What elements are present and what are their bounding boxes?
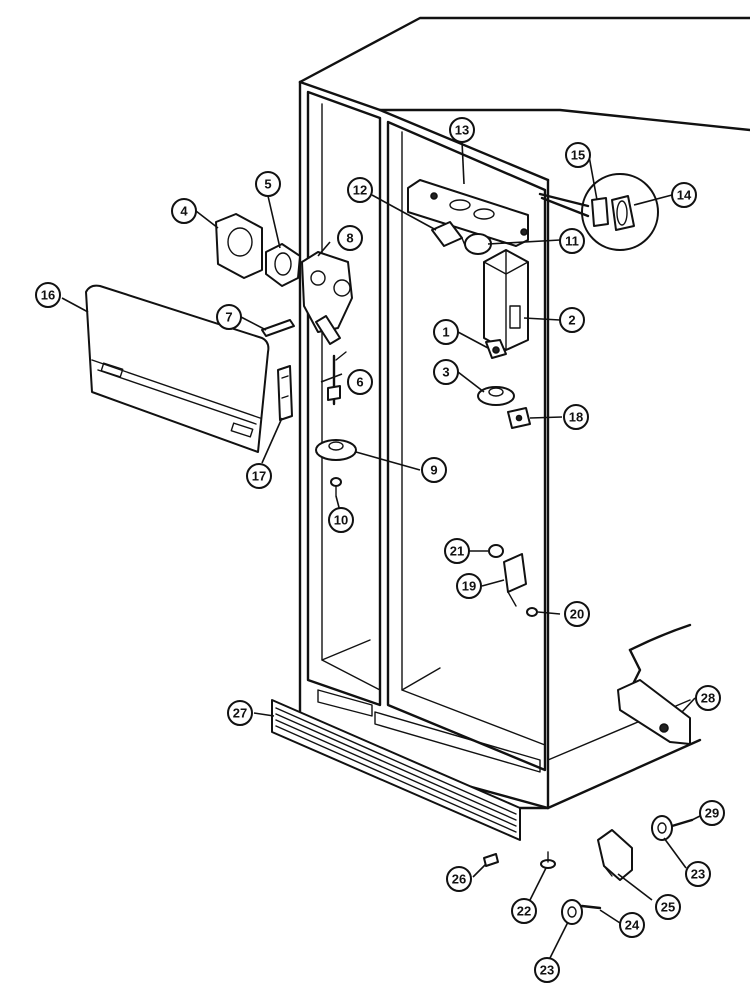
callout-15: 15 xyxy=(565,142,591,168)
callout-6: 6 xyxy=(347,369,373,395)
svg-text:26: 26 xyxy=(452,872,466,887)
part-6-shaft xyxy=(327,351,347,406)
svg-text:23: 23 xyxy=(691,867,705,882)
svg-text:21: 21 xyxy=(450,544,464,559)
part-21-bushing xyxy=(488,544,504,558)
callout-23-left: 23 xyxy=(534,957,560,983)
svg-text:7: 7 xyxy=(225,310,232,325)
svg-text:8: 8 xyxy=(346,231,353,246)
svg-text:24: 24 xyxy=(625,918,640,933)
svg-text:14: 14 xyxy=(677,188,692,203)
part-26-screw xyxy=(483,853,499,867)
part-2-control-housing xyxy=(483,249,529,351)
part-22-leveler xyxy=(540,851,556,869)
svg-text:12: 12 xyxy=(353,183,367,198)
callout-5: 5 xyxy=(255,171,281,197)
part-14-15-detail xyxy=(538,173,659,251)
svg-text:15: 15 xyxy=(571,148,585,163)
callout-13: 13 xyxy=(449,117,475,143)
part-11-bulb xyxy=(461,233,492,255)
callout-9: 9 xyxy=(421,457,447,483)
callout-7: 7 xyxy=(216,304,242,330)
svg-text:28: 28 xyxy=(701,691,715,706)
part-10-screw xyxy=(330,477,342,497)
callout-4: 4 xyxy=(171,198,197,224)
svg-text:23: 23 xyxy=(540,963,554,978)
part-8-housing xyxy=(301,251,353,345)
callout-28: 28 xyxy=(695,685,721,711)
part-3-knob xyxy=(477,386,515,406)
svg-text:19: 19 xyxy=(462,579,476,594)
part-19-bracket xyxy=(503,553,527,607)
callout-17: 17 xyxy=(246,463,272,489)
callout-11: 11 xyxy=(559,228,585,254)
part-28-rail xyxy=(617,623,692,745)
callout-1: 1 xyxy=(433,319,459,345)
part-16-cover xyxy=(85,284,270,453)
svg-text:20: 20 xyxy=(570,607,584,622)
part-4-housing xyxy=(215,213,263,279)
part-13-bracket xyxy=(407,179,529,247)
part-24-pin xyxy=(580,904,602,910)
svg-text:22: 22 xyxy=(517,904,531,919)
part-23-roller-left xyxy=(561,899,583,925)
leader-lines xyxy=(61,140,701,959)
svg-text:18: 18 xyxy=(569,410,583,425)
svg-text:4: 4 xyxy=(180,204,188,219)
svg-text:29: 29 xyxy=(705,806,719,821)
part-5-motor xyxy=(265,243,301,287)
part-1-thermostat xyxy=(485,339,507,359)
callout-3: 3 xyxy=(433,359,459,385)
callout-22: 22 xyxy=(511,898,537,924)
part-18-switch xyxy=(507,407,531,429)
svg-text:3: 3 xyxy=(442,365,449,380)
callout-23-right: 23 xyxy=(685,861,711,887)
svg-text:27: 27 xyxy=(233,706,247,721)
callout-25: 25 xyxy=(655,894,681,920)
svg-text:5: 5 xyxy=(264,177,271,192)
svg-text:1: 1 xyxy=(442,325,449,340)
callout-10: 10 xyxy=(328,507,354,533)
svg-text:13: 13 xyxy=(455,123,469,138)
part-25-bracket xyxy=(597,829,633,881)
part-23-roller-right xyxy=(651,815,673,841)
svg-text:9: 9 xyxy=(430,463,437,478)
svg-text:11: 11 xyxy=(565,234,579,249)
callout-8: 8 xyxy=(337,225,363,251)
callout-20: 20 xyxy=(564,601,590,627)
callout-19: 19 xyxy=(456,573,482,599)
svg-text:17: 17 xyxy=(252,469,266,484)
callout-14: 14 xyxy=(671,182,697,208)
svg-text:16: 16 xyxy=(41,288,55,303)
part-27-grille xyxy=(271,699,521,841)
callout-2: 2 xyxy=(559,307,585,333)
callout-24: 24 xyxy=(619,912,645,938)
svg-text:10: 10 xyxy=(334,513,348,528)
callout-16: 16 xyxy=(35,282,61,308)
part-29-pin xyxy=(670,818,694,828)
callout-18: 18 xyxy=(563,404,589,430)
part-17-bracket xyxy=(277,365,293,421)
callout-27: 27 xyxy=(227,700,253,726)
part-7-clip xyxy=(261,319,295,337)
svg-text:2: 2 xyxy=(568,313,575,328)
svg-text:25: 25 xyxy=(661,900,675,915)
part-9-dial xyxy=(315,439,357,461)
part-20-screw xyxy=(526,607,538,617)
callout-29: 29 xyxy=(699,800,725,826)
callout-21: 21 xyxy=(444,538,470,564)
callout-12: 12 xyxy=(347,177,373,203)
callout-26: 26 xyxy=(446,866,472,892)
svg-text:6: 6 xyxy=(356,375,363,390)
